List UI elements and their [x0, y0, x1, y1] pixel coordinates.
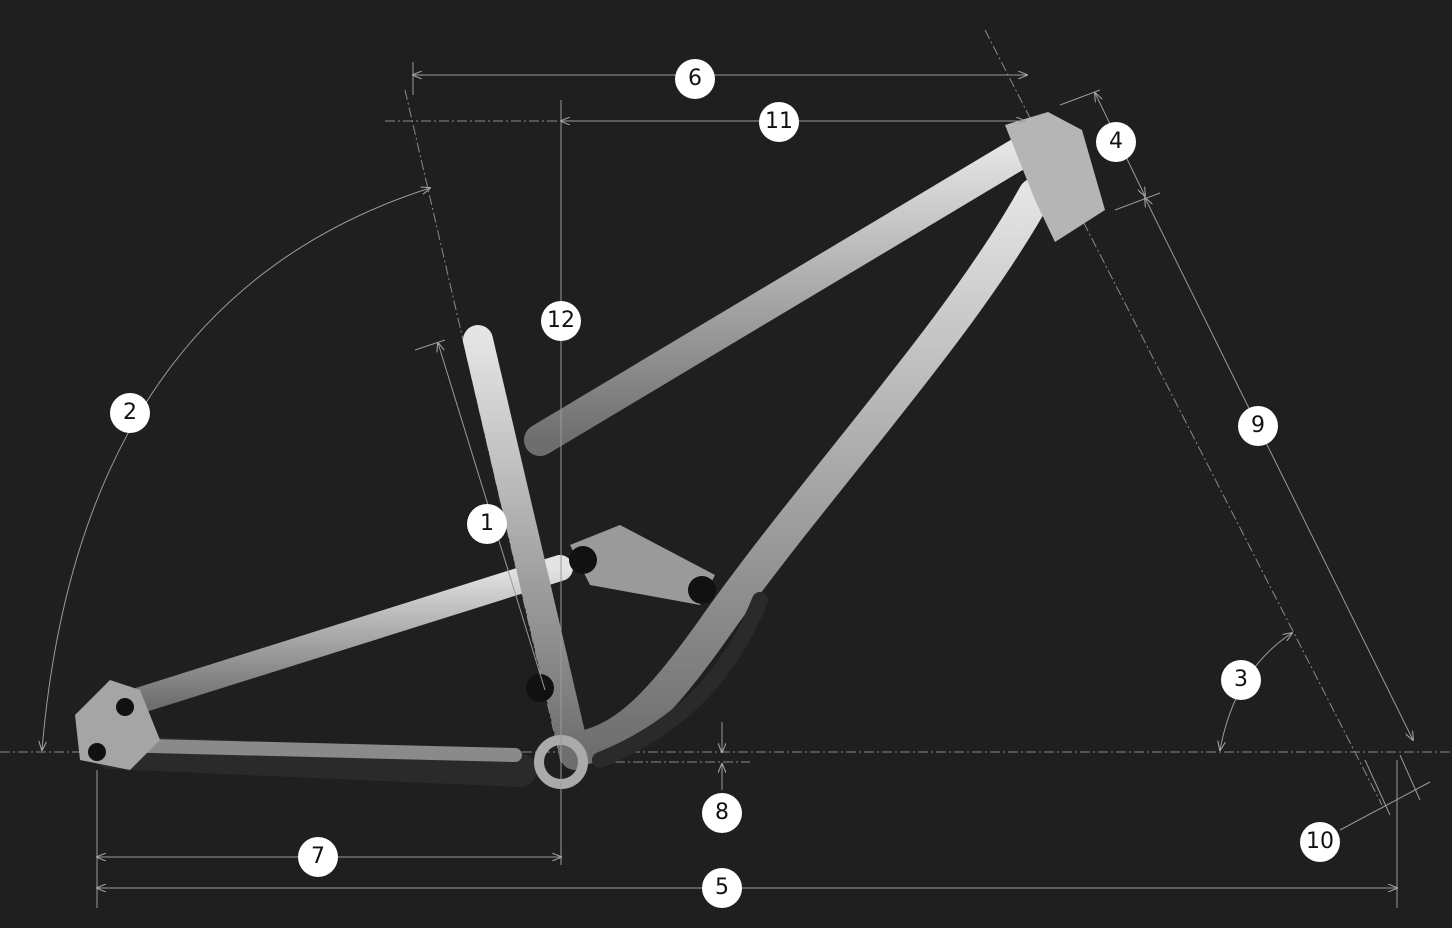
- dimension-badge-12: 12: [541, 301, 581, 341]
- dim-10: [1339, 781, 1431, 831]
- dimension-badge-10: 10: [1300, 822, 1340, 862]
- head-tube: [1005, 112, 1105, 242]
- rocker-link: [570, 525, 715, 605]
- dimension-badge-2: 2: [110, 393, 150, 433]
- dimension-badge-4: 4: [1096, 122, 1136, 162]
- dimension-badge-8: 8: [702, 793, 742, 833]
- chain-stay-guard: [93, 735, 537, 787]
- dim-9: [1145, 198, 1413, 740]
- dimension-badge-1: 1: [467, 504, 507, 544]
- chain-stay: [103, 738, 522, 762]
- down-tube: [558, 178, 1052, 767]
- bike-frame: [75, 112, 1105, 789]
- dimension-badge-9: 9: [1238, 406, 1278, 446]
- top-tube: [524, 134, 1041, 456]
- seat-tube: [463, 325, 590, 770]
- dimension-badge-11: 11: [759, 102, 799, 142]
- dim-2: [42, 188, 430, 750]
- dimension-badge-5: 5: [702, 868, 742, 908]
- dimension-badge-3: 3: [1221, 660, 1261, 700]
- dimension-badge-7: 7: [298, 837, 338, 877]
- dimension-badge-6: 6: [675, 59, 715, 99]
- seat-stay: [112, 555, 573, 718]
- dimension-lines: [42, 62, 1431, 908]
